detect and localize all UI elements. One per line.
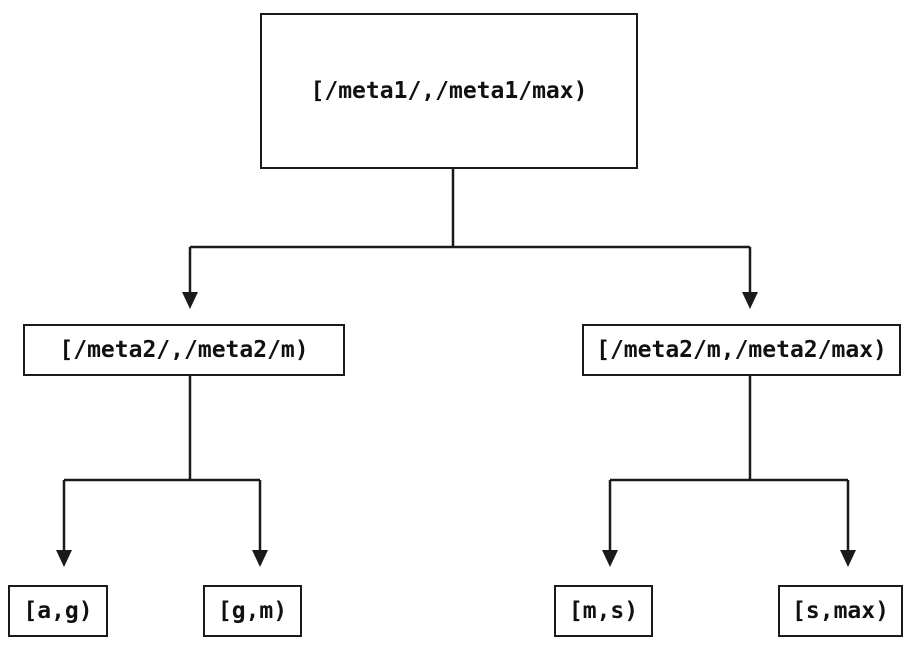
edge-meta2-left-to-children bbox=[56, 376, 268, 567]
arrowhead-leaf-s-max bbox=[840, 550, 856, 567]
arrowhead-leaf-g-m bbox=[252, 550, 268, 567]
arrowhead-leaf-a-g bbox=[56, 550, 72, 567]
node-leaf-s-max-label: [s,max) bbox=[792, 598, 889, 624]
node-leaf-a-g: [a,g) bbox=[8, 585, 108, 637]
node-root-label: [/meta1/,/meta1/max) bbox=[310, 78, 588, 104]
node-root: [/meta1/,/meta1/max) bbox=[260, 13, 638, 169]
edge-meta2-right-to-children bbox=[602, 376, 856, 567]
arrowhead-meta2-right bbox=[742, 292, 758, 309]
node-meta2-left: [/meta2/,/meta2/m) bbox=[23, 324, 345, 376]
arrowhead-meta2-left bbox=[182, 292, 198, 309]
node-leaf-m-s-label: [m,s) bbox=[568, 598, 639, 624]
node-leaf-s-max: [s,max) bbox=[778, 585, 903, 637]
node-leaf-g-m-label: [g,m) bbox=[217, 598, 288, 624]
node-meta2-right: [/meta2/m,/meta2/max) bbox=[582, 324, 901, 376]
node-leaf-m-s: [m,s) bbox=[554, 585, 653, 637]
edge-root-to-children bbox=[182, 169, 758, 309]
node-meta2-right-label: [/meta2/m,/meta2/max) bbox=[596, 337, 887, 363]
arrowhead-leaf-m-s bbox=[602, 550, 618, 567]
node-meta2-left-label: [/meta2/,/meta2/m) bbox=[59, 337, 309, 363]
node-leaf-a-g-label: [a,g) bbox=[23, 598, 93, 624]
node-leaf-g-m: [g,m) bbox=[203, 585, 302, 637]
